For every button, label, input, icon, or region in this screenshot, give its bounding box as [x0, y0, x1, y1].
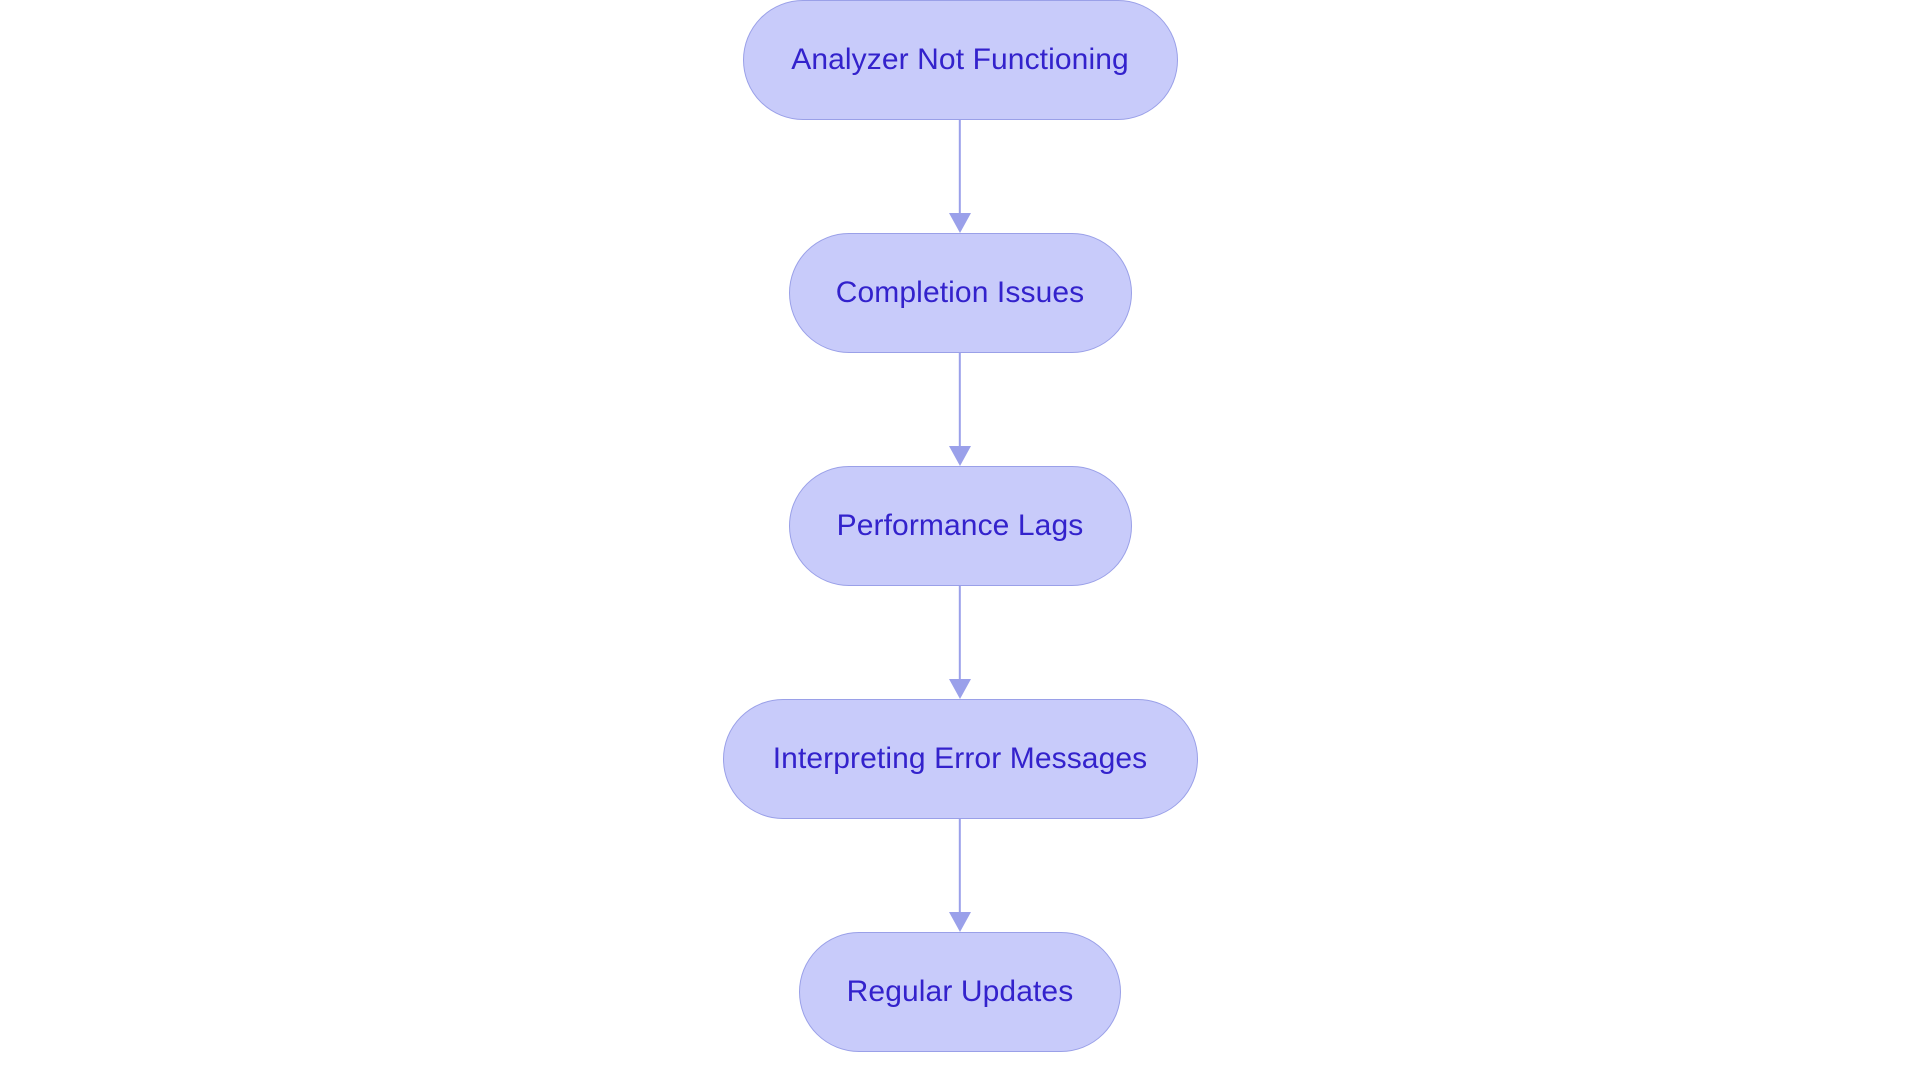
arrow-down-icon	[949, 213, 971, 233]
edge-line	[958, 120, 962, 215]
edge-line	[958, 353, 962, 448]
flow-node-completion-issues[interactable]: Completion Issues	[788, 233, 1132, 353]
arrow-down-icon	[949, 912, 971, 932]
flow-node-label: Performance Lags	[836, 509, 1084, 542]
edge-line	[958, 586, 962, 681]
flow-node-interpreting-error-messages[interactable]: Interpreting Error Messages	[722, 699, 1198, 819]
flow-node-label: Interpreting Error Messages	[772, 742, 1148, 775]
flow-node-analyzer-not-functioning[interactable]: Analyzer Not Functioning	[742, 0, 1178, 120]
arrow-down-icon	[949, 679, 971, 699]
flow-node-label: Completion Issues	[835, 276, 1085, 309]
flow-edge-interpreting-error-messages-to-regular-updates	[948, 819, 972, 932]
flow-node-label: Analyzer Not Functioning	[791, 43, 1129, 76]
flow-edge-performance-lags-to-interpreting-error-messages	[948, 586, 972, 699]
flow-edge-completion-issues-to-performance-lags	[948, 353, 972, 466]
edge-line	[958, 819, 962, 914]
flow-node-regular-updates[interactable]: Regular Updates	[799, 932, 1121, 1052]
arrow-down-icon	[949, 446, 971, 466]
flow-node-performance-lags[interactable]: Performance Lags	[788, 466, 1132, 586]
flow-edge-analyzer-not-functioning-to-completion-issues	[948, 120, 972, 233]
flow-node-label: Regular Updates	[846, 975, 1074, 1008]
